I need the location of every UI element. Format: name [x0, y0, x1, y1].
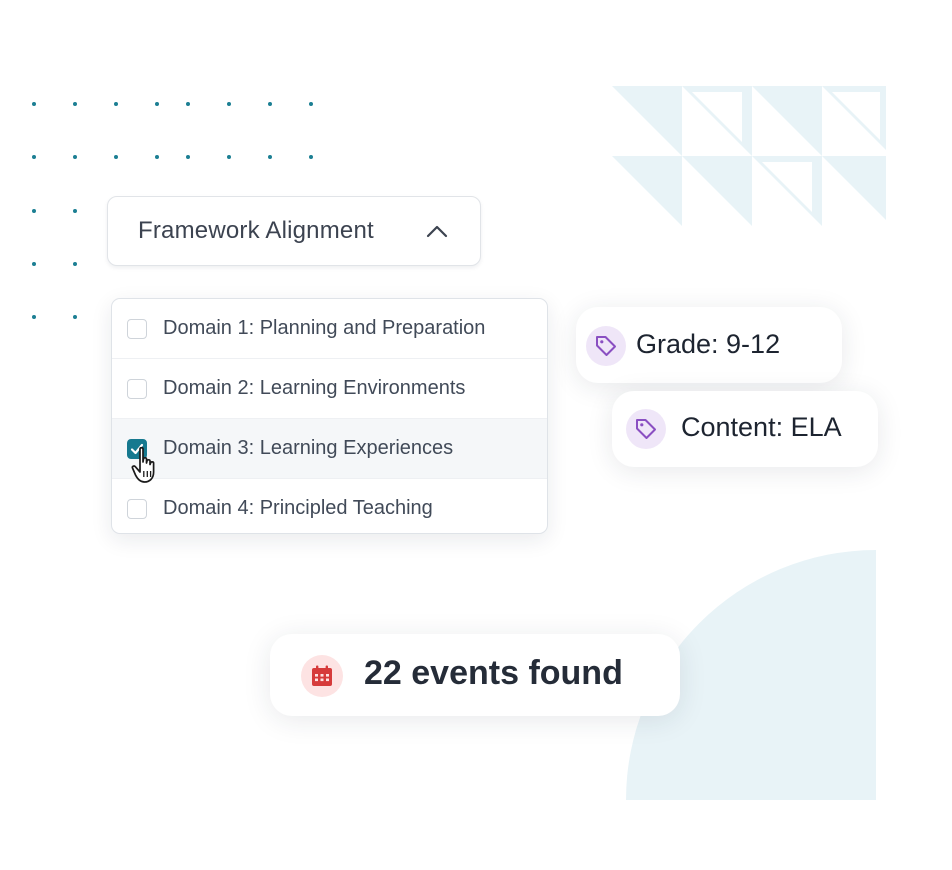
checkbox-checked[interactable]	[127, 438, 147, 459]
dropdown-label: Framework Alignment	[138, 217, 374, 244]
option-domain-2[interactable]: Domain 2: Learning Environments	[112, 359, 547, 419]
tag-icon	[586, 326, 626, 366]
decorative-triangle-pattern	[612, 86, 886, 226]
tag-label: Content: ELA	[681, 412, 842, 442]
events-found-text: 22 events found	[364, 654, 623, 692]
option-label: Domain 3: Learning Experiences	[163, 437, 454, 459]
option-label: Domain 2: Learning Environments	[163, 377, 466, 399]
chevron-up-icon	[426, 221, 448, 248]
calendar-icon	[301, 655, 343, 697]
events-found-card: 22 events found	[270, 634, 680, 716]
option-domain-1[interactable]: Domain 1: Planning and Preparation	[112, 299, 547, 359]
option-domain-4[interactable]: Domain 4: Principled Teaching	[112, 479, 547, 533]
framework-alignment-dropdown[interactable]: Framework Alignment	[107, 196, 481, 266]
checkmark-icon	[130, 443, 144, 454]
checkbox[interactable]	[127, 318, 147, 339]
checkbox[interactable]	[127, 378, 147, 399]
tag-icon	[626, 409, 666, 449]
tag-label: Grade: 9-12	[636, 329, 781, 359]
dropdown-menu: Domain 1: Planning and Preparation Domai…	[111, 298, 548, 534]
tag-chip-content[interactable]: Content: ELA	[612, 391, 878, 467]
option-label: Domain 1: Planning and Preparation	[163, 317, 486, 339]
option-domain-3[interactable]: Domain 3: Learning Experiences	[112, 419, 547, 479]
tag-chip-grade[interactable]: Grade: 9-12	[576, 307, 842, 383]
checkbox[interactable]	[127, 498, 147, 519]
option-label: Domain 4: Principled Teaching	[163, 497, 433, 519]
